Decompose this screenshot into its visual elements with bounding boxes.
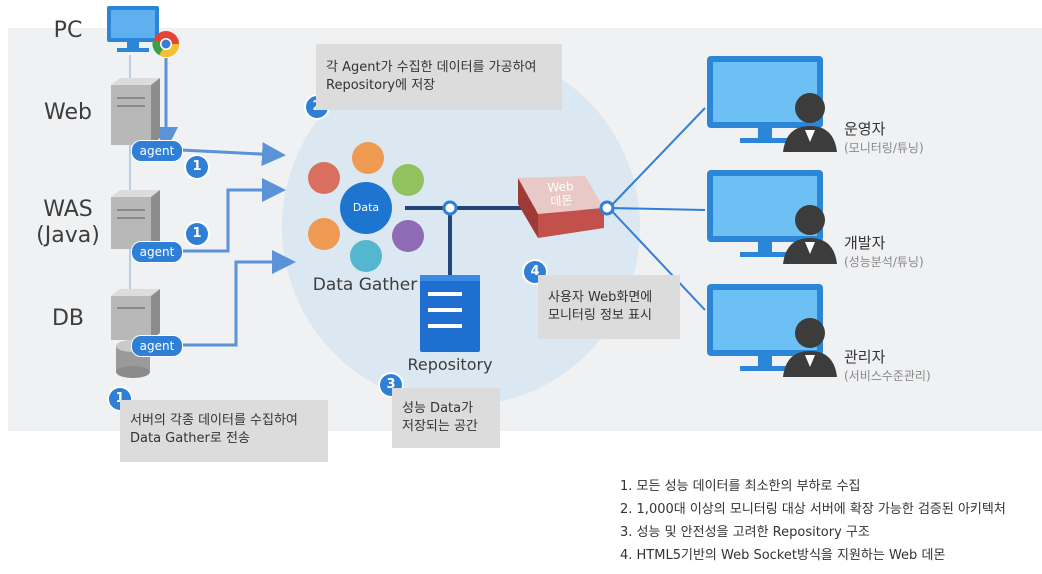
role-name: 관리자: [844, 348, 886, 366]
note-line: 저장되는 공간: [402, 419, 478, 434]
monitor-icon: [707, 56, 823, 143]
petal: [308, 218, 340, 250]
data-gather-title: Data Gather: [312, 275, 418, 295]
note-line: 성능 Data가: [402, 401, 474, 416]
agent-badge: agent: [131, 241, 183, 263]
petal: [352, 142, 384, 174]
was-agent-arrow: [181, 178, 286, 253]
feature-item: 3. 성능 및 안전성을 고려한 Repository 구조: [620, 525, 870, 540]
server-icon: [111, 190, 160, 249]
role-operator: 운영자 (모니터링/튜닝): [844, 118, 924, 156]
server-icon: [111, 78, 160, 145]
note-line: 서버의 각종 데이터를 수집하여: [130, 413, 298, 428]
petal: [392, 220, 424, 252]
web-to-developer-line: [608, 207, 706, 211]
petal: [308, 162, 340, 194]
tier-label-db: DB: [51, 306, 85, 331]
feature-item: 1. 모든 성능 데이터를 최소한의 부하로 수집: [620, 479, 861, 494]
user-icon: [783, 318, 837, 377]
browser-icon: [152, 31, 180, 58]
web-to-admin-line: [608, 207, 706, 311]
junction-node: [442, 200, 458, 216]
note-line: 각 Agent가 수집한 데이터를 가공하여: [326, 60, 537, 75]
web-to-operator-line: [608, 107, 706, 209]
tier-label-was: WAS: [43, 197, 93, 222]
note-line: 사용자 Web화면에: [548, 290, 653, 305]
step-number: 1: [186, 223, 208, 245]
agent-badge: agent: [131, 335, 183, 357]
feature-list: 1. 모든 성능 데이터를 최소한의 부하로 수집 2. 1,000대 이상의 …: [620, 475, 1040, 567]
note-line: Repository에 저장: [326, 78, 436, 93]
note-display: 사용자 Web화면에 모니터링 정보 표시: [538, 275, 680, 339]
user-icon: [783, 93, 837, 152]
user-icon: [783, 205, 837, 264]
role-desc: (서비스수준관리): [844, 369, 931, 383]
monitor-icon: [107, 6, 159, 52]
data-gather-flower: [308, 142, 424, 272]
note-store: 성능 Data가 저장되는 공간: [392, 388, 500, 448]
web-demon-box-icon: [518, 176, 615, 238]
tier-label-was-java: (Java): [36, 223, 100, 248]
data-core-label: Data: [352, 201, 380, 214]
note-line: Data Gather로 전송: [130, 431, 250, 446]
role-developer: 개발자 (성능분석/튜닝): [844, 232, 924, 270]
web-agent-arrow: [180, 142, 286, 167]
server-icon: [111, 289, 160, 340]
data-core-circle: [340, 182, 392, 234]
monitor-icon: [707, 284, 823, 371]
role-desc: (성능분석/튜닝): [844, 255, 924, 269]
feature-item: 4. HTML5기반의 Web Socket방식을 지원하는 Web 데몬: [620, 548, 946, 563]
note-line: 모니터링 정보 표시: [548, 308, 652, 323]
db-agent-arrow: [181, 250, 296, 347]
repository-title: Repository: [407, 355, 493, 374]
role-name: 운영자: [844, 120, 886, 138]
petal: [392, 164, 424, 196]
role-admin: 관리자 (서비스수준관리): [844, 346, 931, 384]
note-process: 각 Agent가 수집한 데이터를 가공하여 Repository에 저장: [316, 44, 562, 110]
web-demon-label: Web 데몬: [535, 178, 587, 209]
tier-label-pc: PC: [53, 18, 83, 43]
role-desc: (모니터링/튜닝): [844, 141, 924, 155]
feature-item: 2. 1,000대 이상의 모니터링 대상 서버에 확장 가능한 검증된 아키텍…: [620, 502, 1006, 517]
role-name: 개발자: [844, 234, 886, 252]
note-collect: 서버의 각종 데이터를 수집하여 Data Gather로 전송: [120, 400, 328, 462]
tier-label-web: Web: [44, 100, 92, 125]
step-number: 1: [186, 156, 208, 178]
agent-badge: agent: [131, 140, 183, 162]
repository-server-icon: [420, 275, 480, 352]
petal: [350, 240, 382, 272]
